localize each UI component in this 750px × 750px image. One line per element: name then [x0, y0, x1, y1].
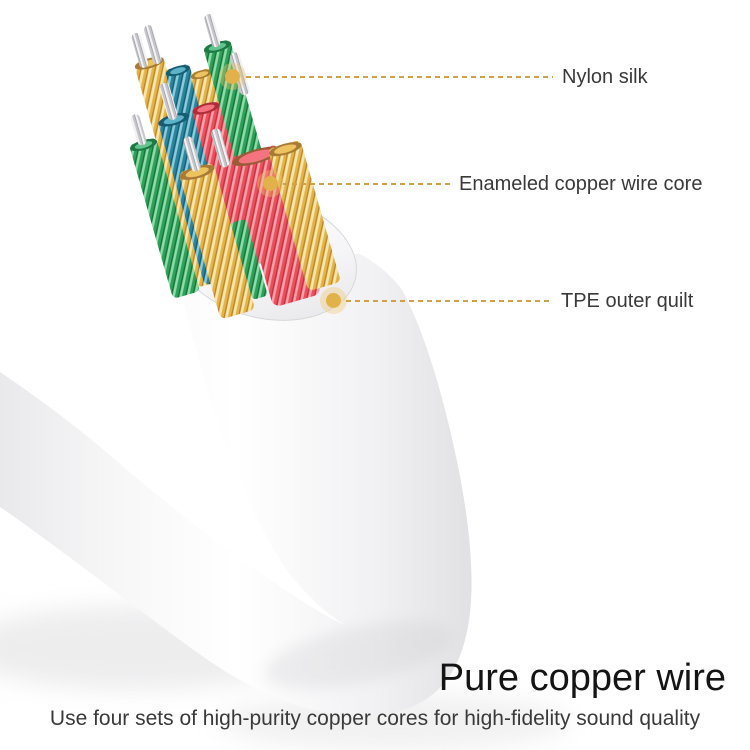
cable-body	[0, 254, 472, 716]
wire-bundles	[130, 14, 340, 319]
product-headline: Pure copper wire	[438, 657, 726, 699]
product-subtitle: Use four sets of high-purity copper core…	[49, 707, 701, 730]
